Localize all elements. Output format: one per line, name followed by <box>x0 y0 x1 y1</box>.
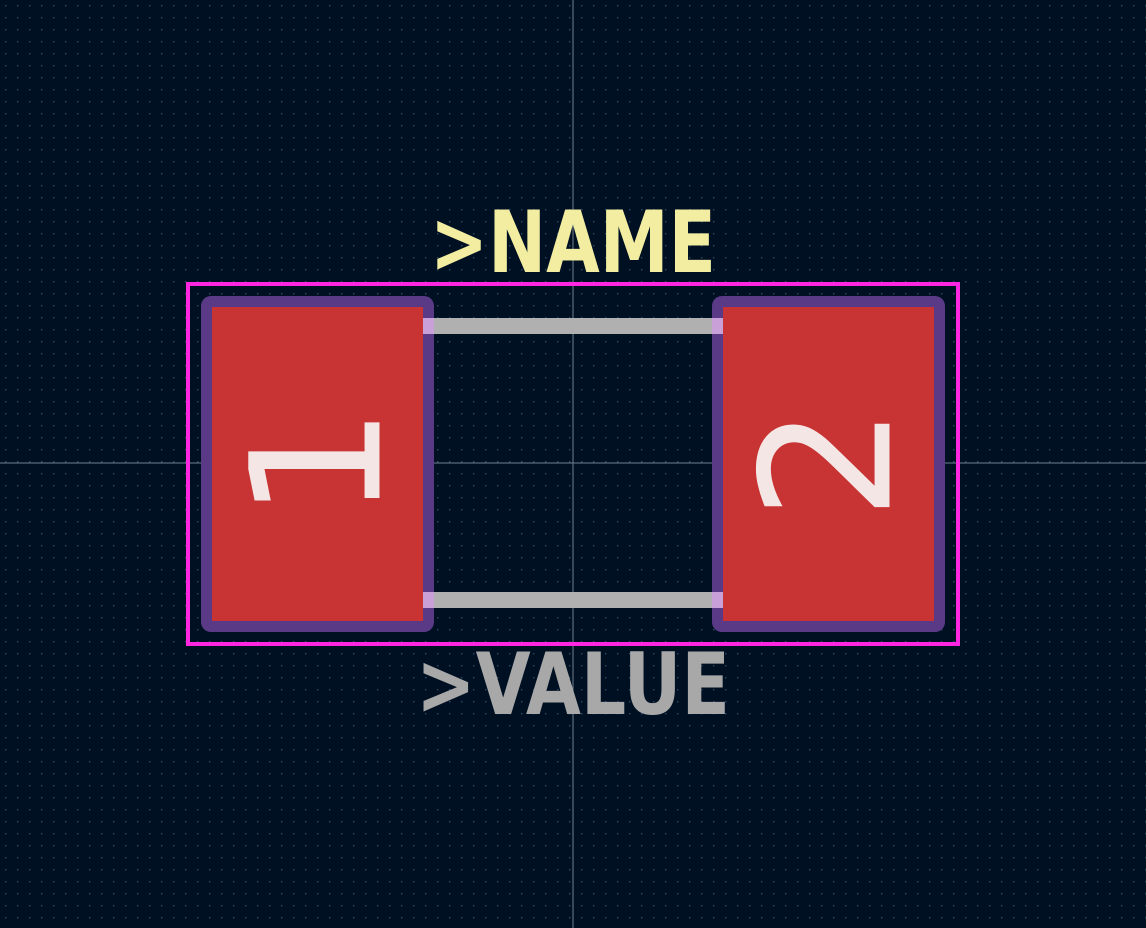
value-label: >VALUE <box>416 635 730 735</box>
fab-overlap-right-bottom <box>712 592 723 608</box>
courtyard-outline <box>186 282 960 646</box>
pad-2-copper <box>723 307 934 621</box>
pad-2[interactable]: 2 <box>712 296 945 632</box>
fab-overlap-right-top <box>712 318 723 334</box>
fab-overlap-left-bottom <box>423 592 434 608</box>
pad-1-number: 1 <box>214 406 423 521</box>
pad-2-number: 2 <box>724 406 933 521</box>
fab-overlap-left-top <box>423 318 434 334</box>
pad-1[interactable]: 1 <box>201 296 434 632</box>
pad-1-copper <box>212 307 423 621</box>
name-label: >NAME <box>430 193 716 293</box>
